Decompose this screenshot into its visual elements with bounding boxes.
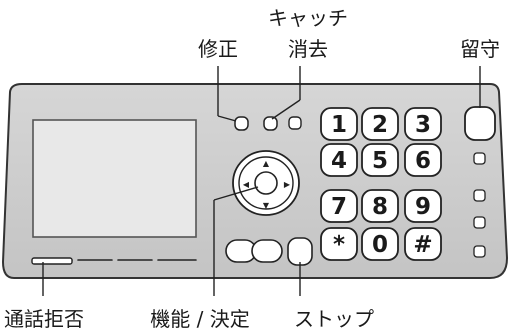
key-face	[404, 107, 442, 141]
key-face	[404, 227, 442, 261]
key-face	[404, 143, 442, 177]
stop-button[interactable]	[287, 237, 313, 266]
label-stop: ストップ	[294, 307, 374, 331]
key-label: 6	[415, 148, 431, 174]
navigator-pad[interactable]: ▲ ▼ ◀ ▶	[232, 150, 300, 216]
nav-left-icon[interactable]: ◀	[243, 180, 250, 189]
key-label: *	[333, 232, 345, 258]
label-function-set: 機能 / 決定	[150, 307, 249, 331]
nav-right-icon[interactable]: ▶	[284, 180, 291, 189]
lcd-screen	[32, 119, 197, 238]
nav-up-icon[interactable]: ▲	[263, 159, 270, 168]
key-label: 2	[372, 112, 388, 138]
key-3[interactable]: 4	[320, 143, 358, 177]
call-block-button[interactable]	[31, 257, 73, 265]
key-2[interactable]: 3	[404, 107, 442, 141]
key-label: 7	[331, 194, 347, 220]
key-face	[361, 143, 399, 177]
side-button-3[interactable]	[473, 216, 486, 229]
key-face	[361, 227, 399, 261]
key-label: 4	[331, 148, 347, 174]
leader-correction-h	[217, 115, 237, 122]
label-call-block: 通話拒否	[4, 307, 84, 331]
key-11[interactable]: #	[404, 227, 442, 261]
answer-button[interactable]	[464, 106, 496, 141]
key-label: 9	[415, 194, 431, 220]
nav-down-icon[interactable]: ▼	[263, 201, 270, 210]
nav-center-button[interactable]	[254, 171, 278, 195]
label-catch-line1: キャッチ	[268, 6, 348, 30]
key-face	[404, 189, 442, 223]
key-9[interactable]: *	[320, 227, 358, 261]
key-label: 0	[372, 232, 388, 258]
label-correction: 修正	[198, 37, 238, 61]
key-face	[361, 107, 399, 141]
label-answer: 留守	[460, 37, 500, 61]
key-face	[320, 189, 358, 223]
key-1[interactable]: 2	[361, 107, 399, 141]
correction-button[interactable]	[234, 116, 249, 131]
catch-clear-button[interactable]	[263, 116, 278, 131]
key-8[interactable]: 9	[404, 189, 442, 223]
key-4[interactable]: 5	[361, 143, 399, 177]
side-button-2[interactable]	[473, 189, 486, 202]
key-label: 8	[372, 194, 388, 220]
leader-catch-diag	[271, 99, 301, 120]
key-6[interactable]: 7	[320, 189, 358, 223]
key-label: 3	[415, 112, 431, 138]
side-button-4[interactable]	[473, 245, 486, 258]
key-face	[320, 143, 358, 177]
key-label: #	[413, 232, 432, 258]
key-10[interactable]: 0	[361, 227, 399, 261]
key-0[interactable]: 1	[320, 107, 358, 141]
key-5[interactable]: 6	[404, 143, 442, 177]
key-label: 5	[372, 148, 388, 174]
key-face	[320, 227, 358, 261]
side-button-1[interactable]	[473, 152, 486, 165]
key-face	[320, 107, 358, 141]
pill-button-right[interactable]	[251, 239, 283, 263]
label-catch-line2: 消去	[288, 37, 328, 61]
small-button[interactable]	[288, 116, 302, 130]
key-face	[361, 189, 399, 223]
key-7[interactable]: 8	[361, 189, 399, 223]
leader-function-set-diag	[213, 186, 259, 201]
key-label: 1	[331, 112, 347, 138]
